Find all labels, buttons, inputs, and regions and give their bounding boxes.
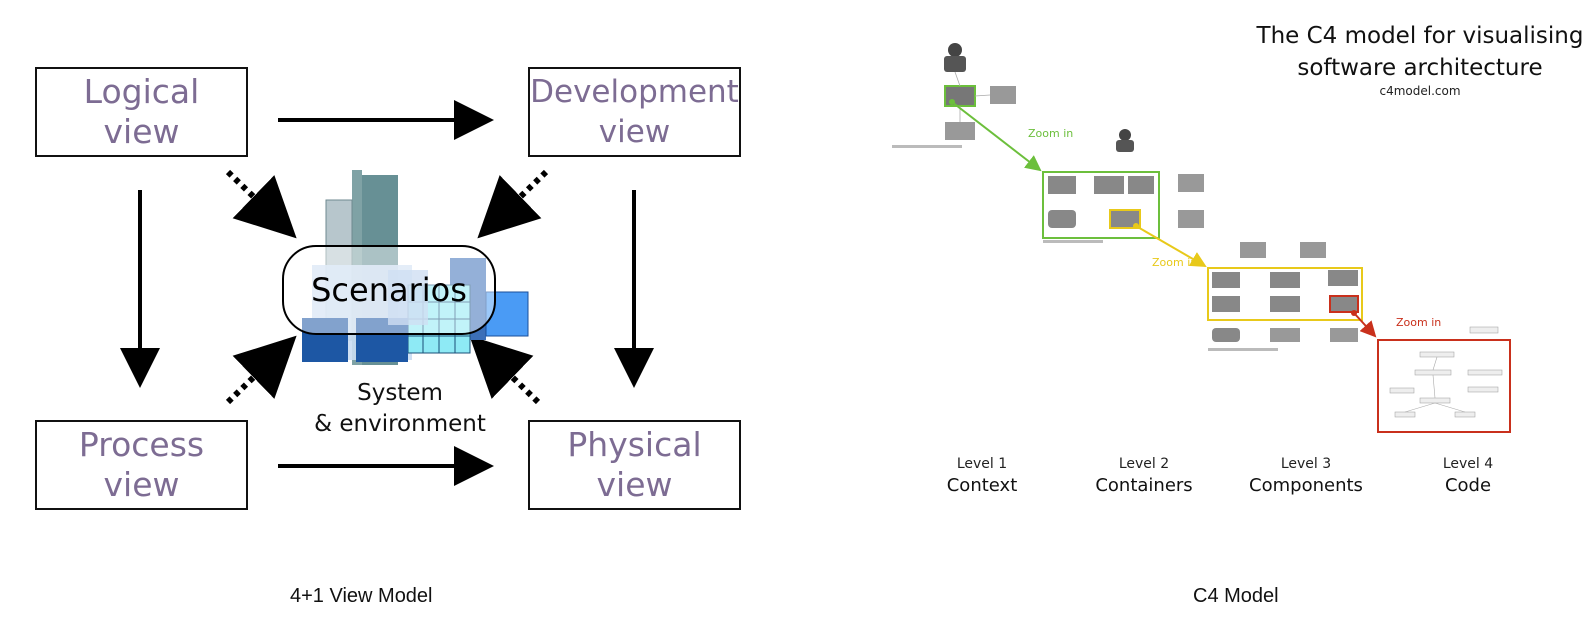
level-2-number: Level 2 — [1118, 456, 1170, 472]
level-1-number: Level 1 — [956, 456, 1008, 472]
buildings-illustration — [302, 170, 529, 365]
zoom-label-green: Zoom in — [1028, 127, 1074, 140]
view-model-caption: 4+1 View Model — [290, 585, 433, 607]
scenarios-box: Scenarios — [282, 245, 496, 335]
c4-caption: C4 Model — [1193, 585, 1279, 607]
dotted-arrow-logical — [225, 169, 297, 239]
dotted-arrow-physical — [469, 335, 541, 405]
dotted-arrow-development — [477, 169, 549, 239]
level-1-name: Context — [946, 475, 1018, 496]
zoom-label-yellow: Zoom in — [1152, 256, 1198, 269]
dotted-arrow-process — [225, 335, 297, 405]
level-2-name: Containers — [1095, 475, 1193, 496]
system-environment-label: System & environment — [314, 380, 486, 437]
level-1-thumbnail — [892, 43, 1016, 148]
physical-view-box: Physical view — [528, 420, 741, 510]
level-3-number: Level 3 — [1280, 456, 1332, 472]
level-3-name: Components — [1249, 475, 1363, 496]
process-view-box: Process view — [35, 420, 248, 510]
scenarios-label: Scenarios — [311, 271, 467, 309]
c4-zoom-diagram — [892, 43, 1511, 433]
level-4-number: Level 4 — [1442, 456, 1494, 472]
level-2-thumbnail — [1042, 129, 1204, 243]
c4-title: The C4 model for visualising software ar… — [1256, 23, 1584, 81]
level-4-thumbnail — [1377, 326, 1511, 433]
zoom-arrow-2-to-3 — [1135, 225, 1207, 268]
zoom-arrow-1-to-2 — [951, 101, 1042, 172]
level-3-thumbnail — [1207, 242, 1363, 351]
zoom-arrow-3-to-4 — [1353, 312, 1377, 338]
development-view-box: Development view — [528, 67, 741, 157]
logical-view-box: Logical view — [35, 67, 248, 157]
level-4-name: Code — [1444, 475, 1492, 496]
zoom-label-red: Zoom in — [1396, 316, 1442, 329]
c4-url: c4model.com — [1379, 84, 1461, 98]
view-model-arrows — [120, 100, 654, 486]
